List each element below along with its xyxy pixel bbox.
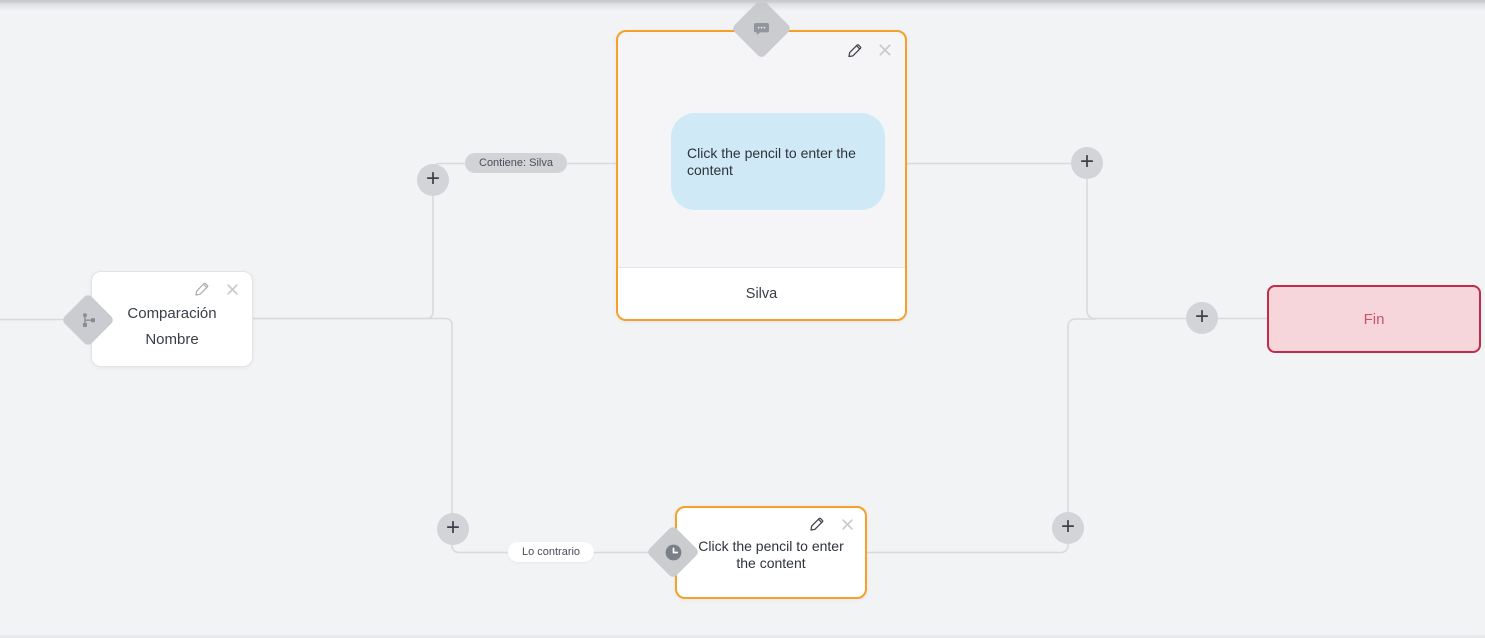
condition-type-badge [61, 293, 115, 347]
condition-title: Comparación [127, 304, 217, 322]
condition-node[interactable]: Comparación Nombre [91, 271, 253, 367]
add-step-button[interactable]: + [417, 164, 449, 196]
message-node[interactable]: Click the pencil to enter the content Si… [616, 30, 907, 321]
end-node-label: Fin [1363, 310, 1385, 328]
branch-icon [69, 301, 107, 339]
edge-delay-to-end [866, 318, 1096, 554]
edge-message-to-end [906, 162, 1268, 320]
chat-icon [740, 7, 783, 50]
delete-x-icon[interactable] [877, 42, 893, 58]
delay-type-badge [646, 525, 700, 579]
delete-x-icon[interactable] [224, 281, 240, 297]
delete-x-icon[interactable] [839, 516, 855, 532]
end-node[interactable]: Fin [1267, 285, 1481, 353]
edit-pencil-icon[interactable] [809, 516, 825, 532]
message-placeholder-text: Click the pencil to enter the content [687, 144, 856, 178]
message-type-badge [731, 0, 792, 59]
edit-pencil-icon[interactable] [194, 281, 210, 297]
delay-placeholder-text: Click the pencil to enter the content [698, 538, 844, 571]
add-step-button[interactable]: + [1186, 302, 1218, 334]
canvas-bottom-edge [0, 635, 1485, 638]
edge-condition-to-delay [253, 317, 656, 554]
message-bubble: Click the pencil to enter the content [671, 113, 885, 210]
delay-node[interactable]: Click the pencil to enter the content [675, 506, 867, 599]
edit-pencil-icon[interactable] [847, 42, 863, 58]
message-footer-label: Silva [745, 285, 778, 302]
add-step-button[interactable]: + [1052, 512, 1084, 544]
message-footer: Silva [618, 267, 905, 319]
condition-subtitle: Nombre [145, 330, 199, 348]
add-step-button[interactable]: + [1071, 147, 1103, 179]
add-step-button[interactable]: + [437, 513, 469, 545]
clock-icon [654, 533, 692, 571]
edge-label-contains: Contiene: Silva [465, 153, 567, 173]
edge-label-otherwise: Lo contrario [507, 542, 595, 562]
